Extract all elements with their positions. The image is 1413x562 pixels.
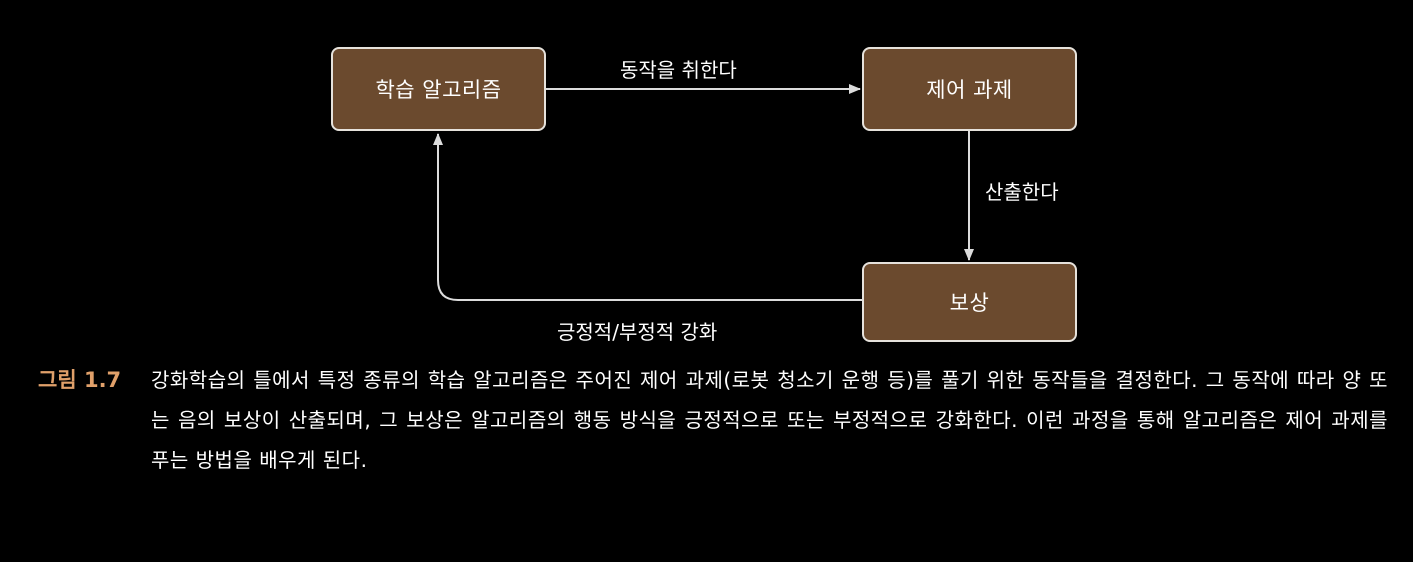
node-learning-algorithm: 학습 알고리즘 [331, 47, 546, 131]
caption-text: 강화학습의 틀에서 특정 종류의 학습 알고리즘은 주어진 제어 과제(로봇 청… [151, 368, 1388, 472]
node-control-task: 제어 과제 [862, 47, 1077, 131]
edge-label-takes-action: 동작을 취한다 [620, 58, 737, 82]
figure-caption: 그림 1.7 강화학습의 틀에서 특정 종류의 학습 알고리즘은 주어진 제어 … [38, 360, 1390, 480]
edge-label-produces: 산출한다 [985, 180, 1059, 204]
arrow-reinforcement [433, 133, 864, 301]
node-reward: 보상 [862, 262, 1077, 342]
edge-label-reinforcement: 긍정적/부정적 강화 [557, 320, 718, 344]
caption-label: 그림 1.7 [38, 368, 122, 392]
